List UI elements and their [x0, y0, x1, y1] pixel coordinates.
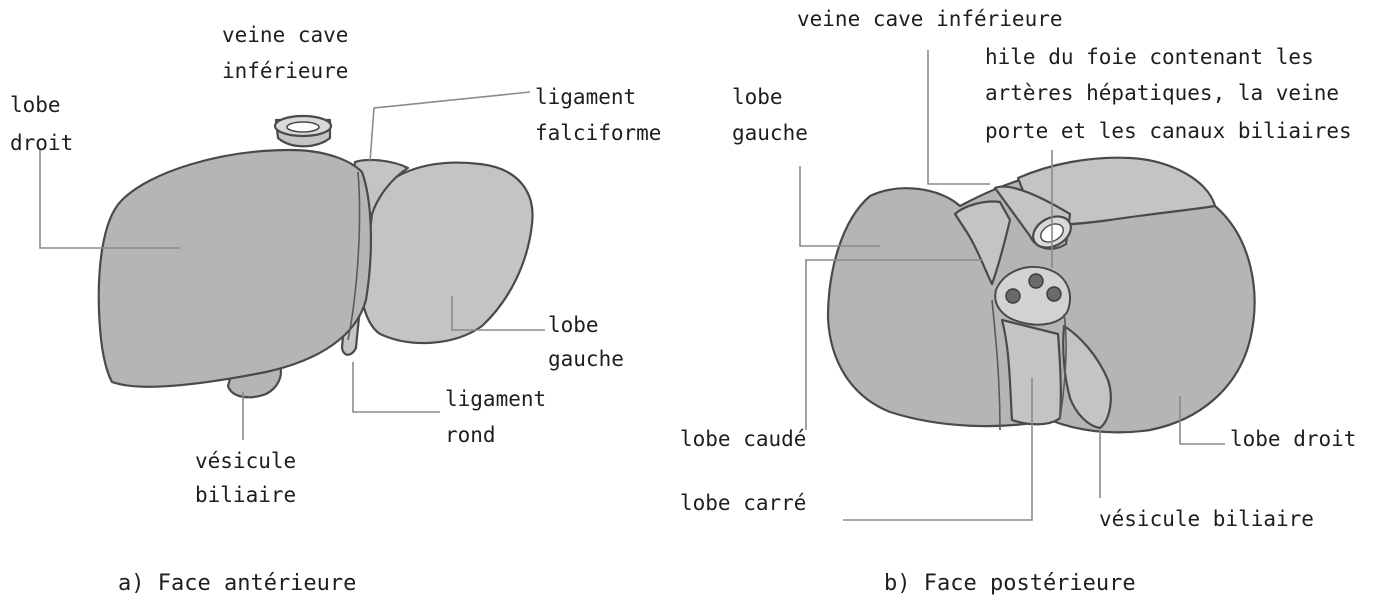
label-lobe-carre-b: lobe carré	[680, 491, 806, 515]
right-lobe-a	[99, 150, 371, 387]
hilum-vessel-3	[1047, 287, 1061, 301]
label-lobe-caude-b: lobe caudé	[680, 427, 806, 451]
label-ligament-rond-a: ligament rond	[445, 387, 559, 447]
hilum-vessel-1	[1006, 289, 1020, 303]
caption-a: a) Face antérieure	[118, 571, 356, 596]
label-veine-cave-b: veine cave inférieure	[797, 7, 1063, 31]
label-lobe-droit-a: lobe droit	[10, 93, 73, 155]
label-hile-b: hile du foie contenant les artères hépat…	[985, 45, 1352, 143]
hilum-vessel-2	[1029, 274, 1043, 288]
label-lobe-droit-b: lobe droit	[1230, 427, 1356, 451]
label-lobe-gauche-a: lobe gauche	[548, 313, 624, 371]
label-vesicule-a: vésicule biliaire	[195, 449, 309, 507]
figure-b-posterior-view: veine cave inférieure hile du foie conte…	[680, 7, 1356, 596]
label-ligament-falciforme-a: ligament falciforme	[535, 85, 661, 145]
figure-a-anterior-view: lobe droit veine cave inférieure ligamen…	[10, 23, 661, 596]
caption-b: b) Face postérieure	[884, 571, 1136, 596]
leader-ligament-rond-a	[353, 362, 440, 412]
leader-veine-cave-b	[928, 50, 990, 184]
label-vesicule-b: vésicule biliaire	[1099, 507, 1314, 531]
leader-falciforme-a	[370, 92, 530, 162]
label-lobe-gauche-b: lobe gauche	[732, 85, 808, 145]
label-veine-cave-a: veine cave inférieure	[222, 23, 361, 83]
